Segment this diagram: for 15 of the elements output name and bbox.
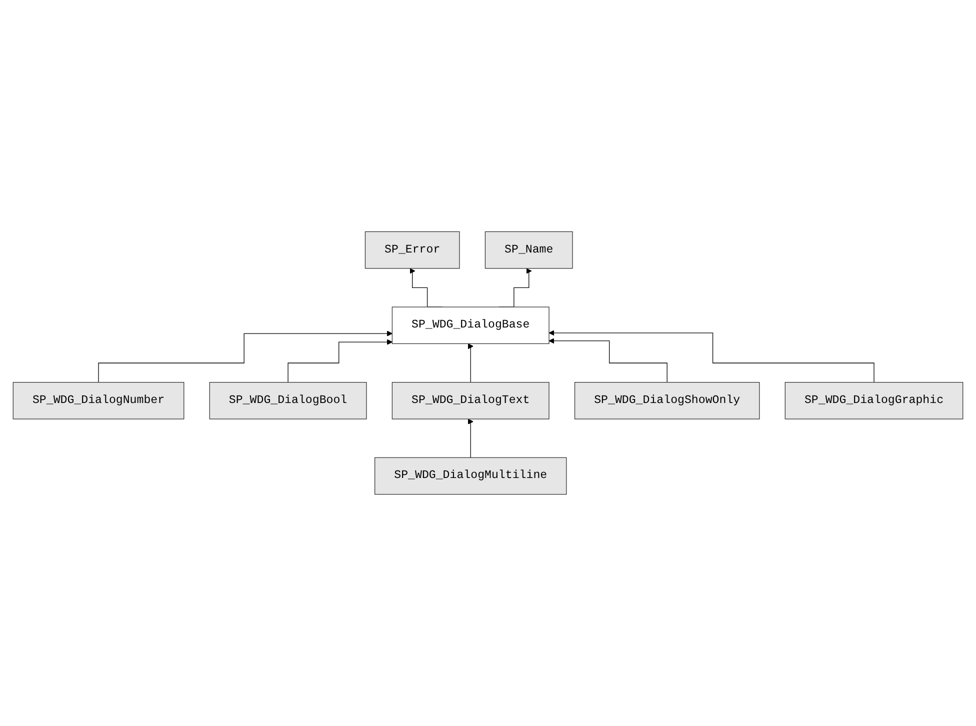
- node-box: SP_WDG_DialogBase: [392, 306, 550, 344]
- arrow: [98, 330, 392, 383]
- arrow: [468, 418, 474, 458]
- node-box: SP_WDG_DialogShowOnly: [574, 382, 760, 420]
- arrow: [288, 339, 392, 383]
- node-box: SP_WDG_DialogMultiline: [374, 457, 567, 495]
- arrow: [548, 338, 668, 383]
- node-box: SP_WDG_DialogGraphic: [784, 382, 964, 420]
- arrow: [548, 330, 874, 383]
- node-box: SP_WDG_DialogNumber: [12, 382, 184, 420]
- node-box: SP_WDG_DialogBool: [209, 382, 367, 420]
- node-box: SP_WDG_DialogText: [392, 382, 550, 420]
- node-box: SP_Error: [364, 231, 460, 269]
- node-box: SP_Name: [484, 231, 573, 269]
- arrow: [468, 343, 474, 383]
